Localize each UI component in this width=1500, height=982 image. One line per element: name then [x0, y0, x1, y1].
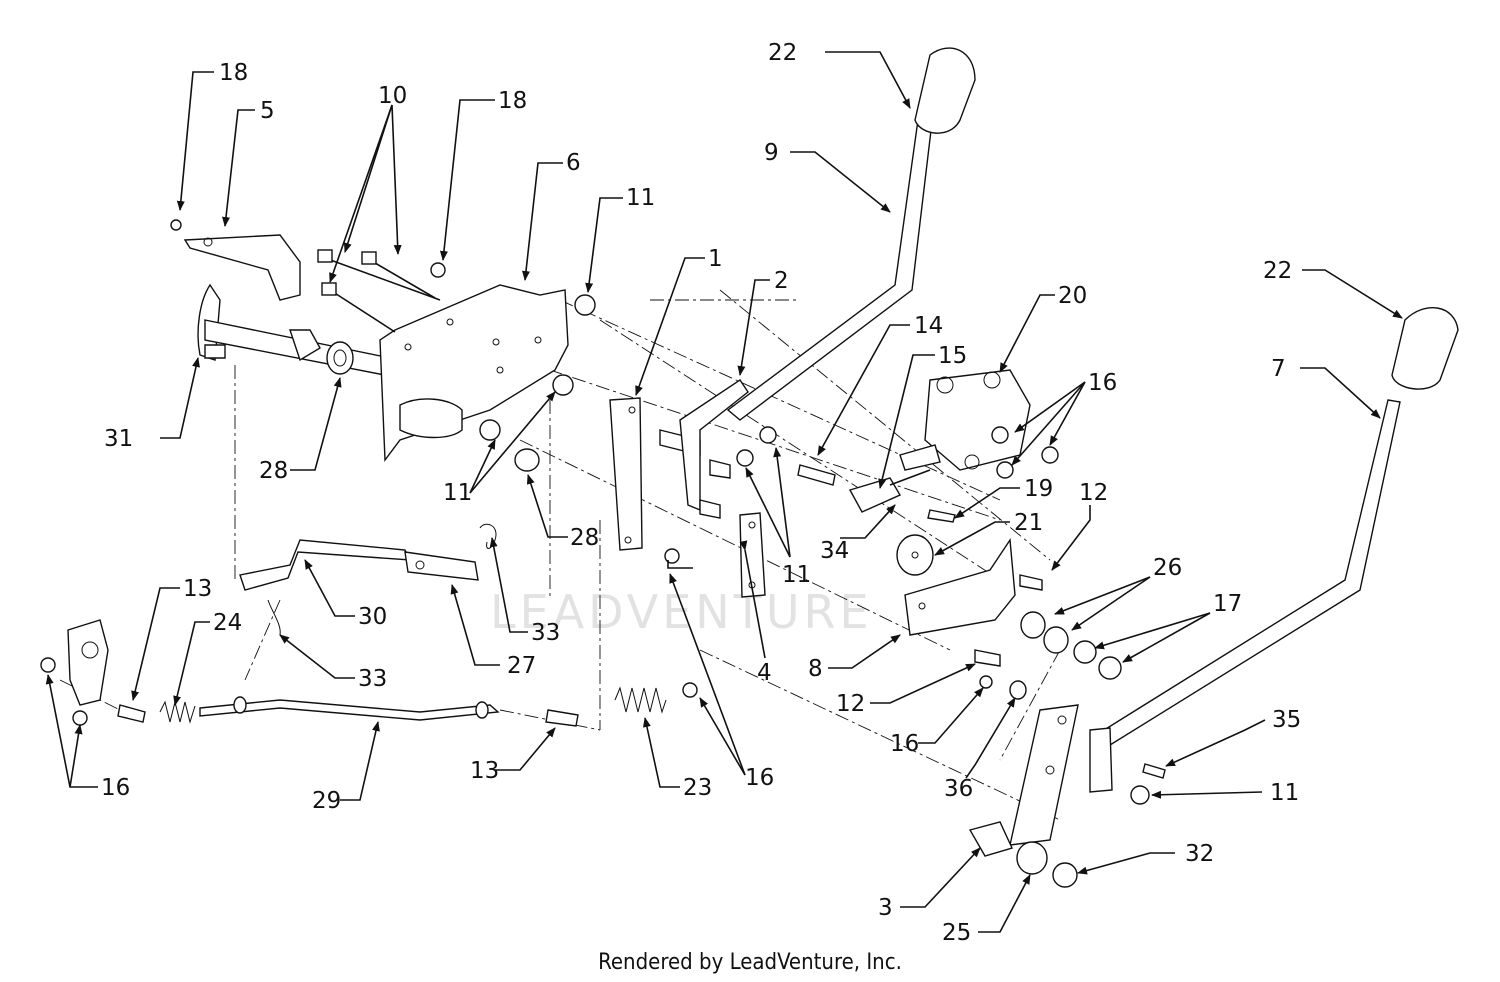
callout-6: 6	[566, 150, 581, 176]
part-9-lever	[726, 47, 976, 421]
leader-lines	[45, 51, 1403, 933]
part-10-bolts	[317, 249, 441, 333]
part-36-washer	[1009, 680, 1027, 700]
callout-15: 15	[938, 343, 967, 369]
part-24-spring	[159, 700, 196, 724]
callout-18: 18	[219, 60, 248, 86]
callout-18: 18	[498, 88, 527, 114]
callout-22: 22	[1263, 258, 1292, 284]
callout-5: 5	[260, 98, 275, 124]
part-15-clevis	[848, 469, 956, 523]
part-25-washer	[1016, 841, 1048, 875]
part-2-bracket	[679, 379, 749, 519]
callout-7: 7	[1271, 356, 1286, 382]
callout-14: 14	[914, 313, 943, 339]
part-27-clevis	[404, 551, 479, 581]
callout-1: 1	[708, 246, 723, 272]
callout-33: 33	[531, 620, 560, 646]
part-7-lever	[1089, 306, 1459, 793]
callout-26: 26	[1153, 555, 1182, 581]
callout-17: 17	[1213, 591, 1242, 617]
callout-11: 11	[782, 562, 811, 588]
callout-8: 8	[808, 656, 823, 682]
callout-3: 3	[878, 895, 893, 921]
callout-12: 12	[1079, 480, 1108, 506]
part-26-washers	[1020, 611, 1069, 654]
part-16-nuts	[40, 426, 1059, 726]
part-3-arm	[968, 704, 1079, 857]
callout-11: 11	[1270, 780, 1299, 806]
callout-21: 21	[1014, 510, 1043, 536]
part-32-nut	[1052, 862, 1078, 888]
callout-16: 16	[745, 765, 774, 791]
part-5-bracket	[170, 219, 301, 301]
callout-28: 28	[570, 525, 599, 551]
callout-31: 31	[104, 426, 133, 452]
callout-12: 12	[836, 691, 865, 717]
callout-23: 23	[683, 775, 712, 801]
part-4-link	[739, 512, 766, 598]
part-21-washer	[896, 534, 934, 576]
callout-35: 35	[1272, 707, 1301, 733]
part-11-nuts	[430, 262, 1150, 805]
callout-4: 4	[757, 660, 772, 686]
callout-25: 25	[942, 920, 971, 946]
callout-27: 27	[507, 653, 536, 679]
callout-10: 10	[378, 83, 407, 109]
part-29-cable	[199, 696, 500, 721]
part-30-rod	[239, 539, 412, 591]
part-17-nuts	[1073, 640, 1122, 680]
part-13-bracket	[67, 619, 579, 727]
callout-36: 36	[944, 776, 973, 802]
callout-22: 22	[768, 40, 797, 66]
part-14-pin	[797, 464, 836, 486]
part-28-bushing	[289, 329, 540, 472]
callout-16: 16	[1088, 370, 1117, 396]
callout-20: 20	[1058, 283, 1087, 309]
callout-13: 13	[470, 758, 499, 784]
callout-13: 13	[183, 576, 212, 602]
callout-9: 9	[764, 140, 779, 166]
callout-30: 30	[358, 604, 387, 630]
callout-24: 24	[213, 610, 242, 636]
part-23-spring	[614, 686, 667, 714]
callout-33: 33	[358, 666, 387, 692]
part-8-bracket	[904, 537, 1016, 636]
callout-32: 32	[1185, 841, 1214, 867]
part-12-bolts	[974, 574, 1043, 667]
callout-28: 28	[259, 458, 288, 484]
callout-11: 11	[443, 480, 472, 506]
callout-2: 2	[774, 268, 789, 294]
watermark-text: LEADVENTURE	[490, 585, 873, 639]
callout-16: 16	[890, 731, 919, 757]
callout-labels: 18 5 10 18 6 11 1 2 22 9 14 15 20 16 19 …	[101, 40, 1301, 946]
callout-29: 29	[312, 788, 341, 814]
part-20-valve	[899, 369, 1031, 471]
part-35-bolt	[1142, 763, 1166, 779]
callout-11: 11	[626, 185, 655, 211]
callout-34: 34	[820, 538, 849, 564]
part-6-plate	[379, 284, 569, 462]
callout-16: 16	[101, 775, 130, 801]
callout-19: 19	[1024, 476, 1053, 502]
footer-credit: Rendered by LeadVenture, Inc.	[598, 950, 902, 975]
